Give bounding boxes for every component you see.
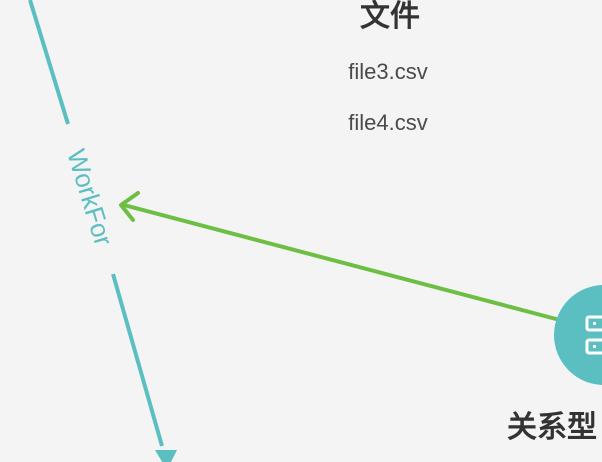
- relation-arrow-head: [119, 191, 140, 222]
- workfor-edge-lower: [111, 273, 164, 447]
- workfor-edge-upper: [28, 0, 70, 125]
- server-icon: [585, 315, 602, 355]
- file-group-title: 文件: [360, 0, 420, 34]
- workfor-edge-label: WorkFor: [61, 146, 119, 250]
- workfor-edge-arrowhead: [155, 450, 177, 462]
- db-node-label: 关系型: [507, 410, 597, 445]
- file-item-file4[interactable]: file4.csv: [348, 110, 428, 135]
- relation-arrow-line: [122, 203, 558, 321]
- file-item-file3[interactable]: file3.csv: [348, 59, 428, 84]
- db-node-circle[interactable]: [554, 285, 602, 385]
